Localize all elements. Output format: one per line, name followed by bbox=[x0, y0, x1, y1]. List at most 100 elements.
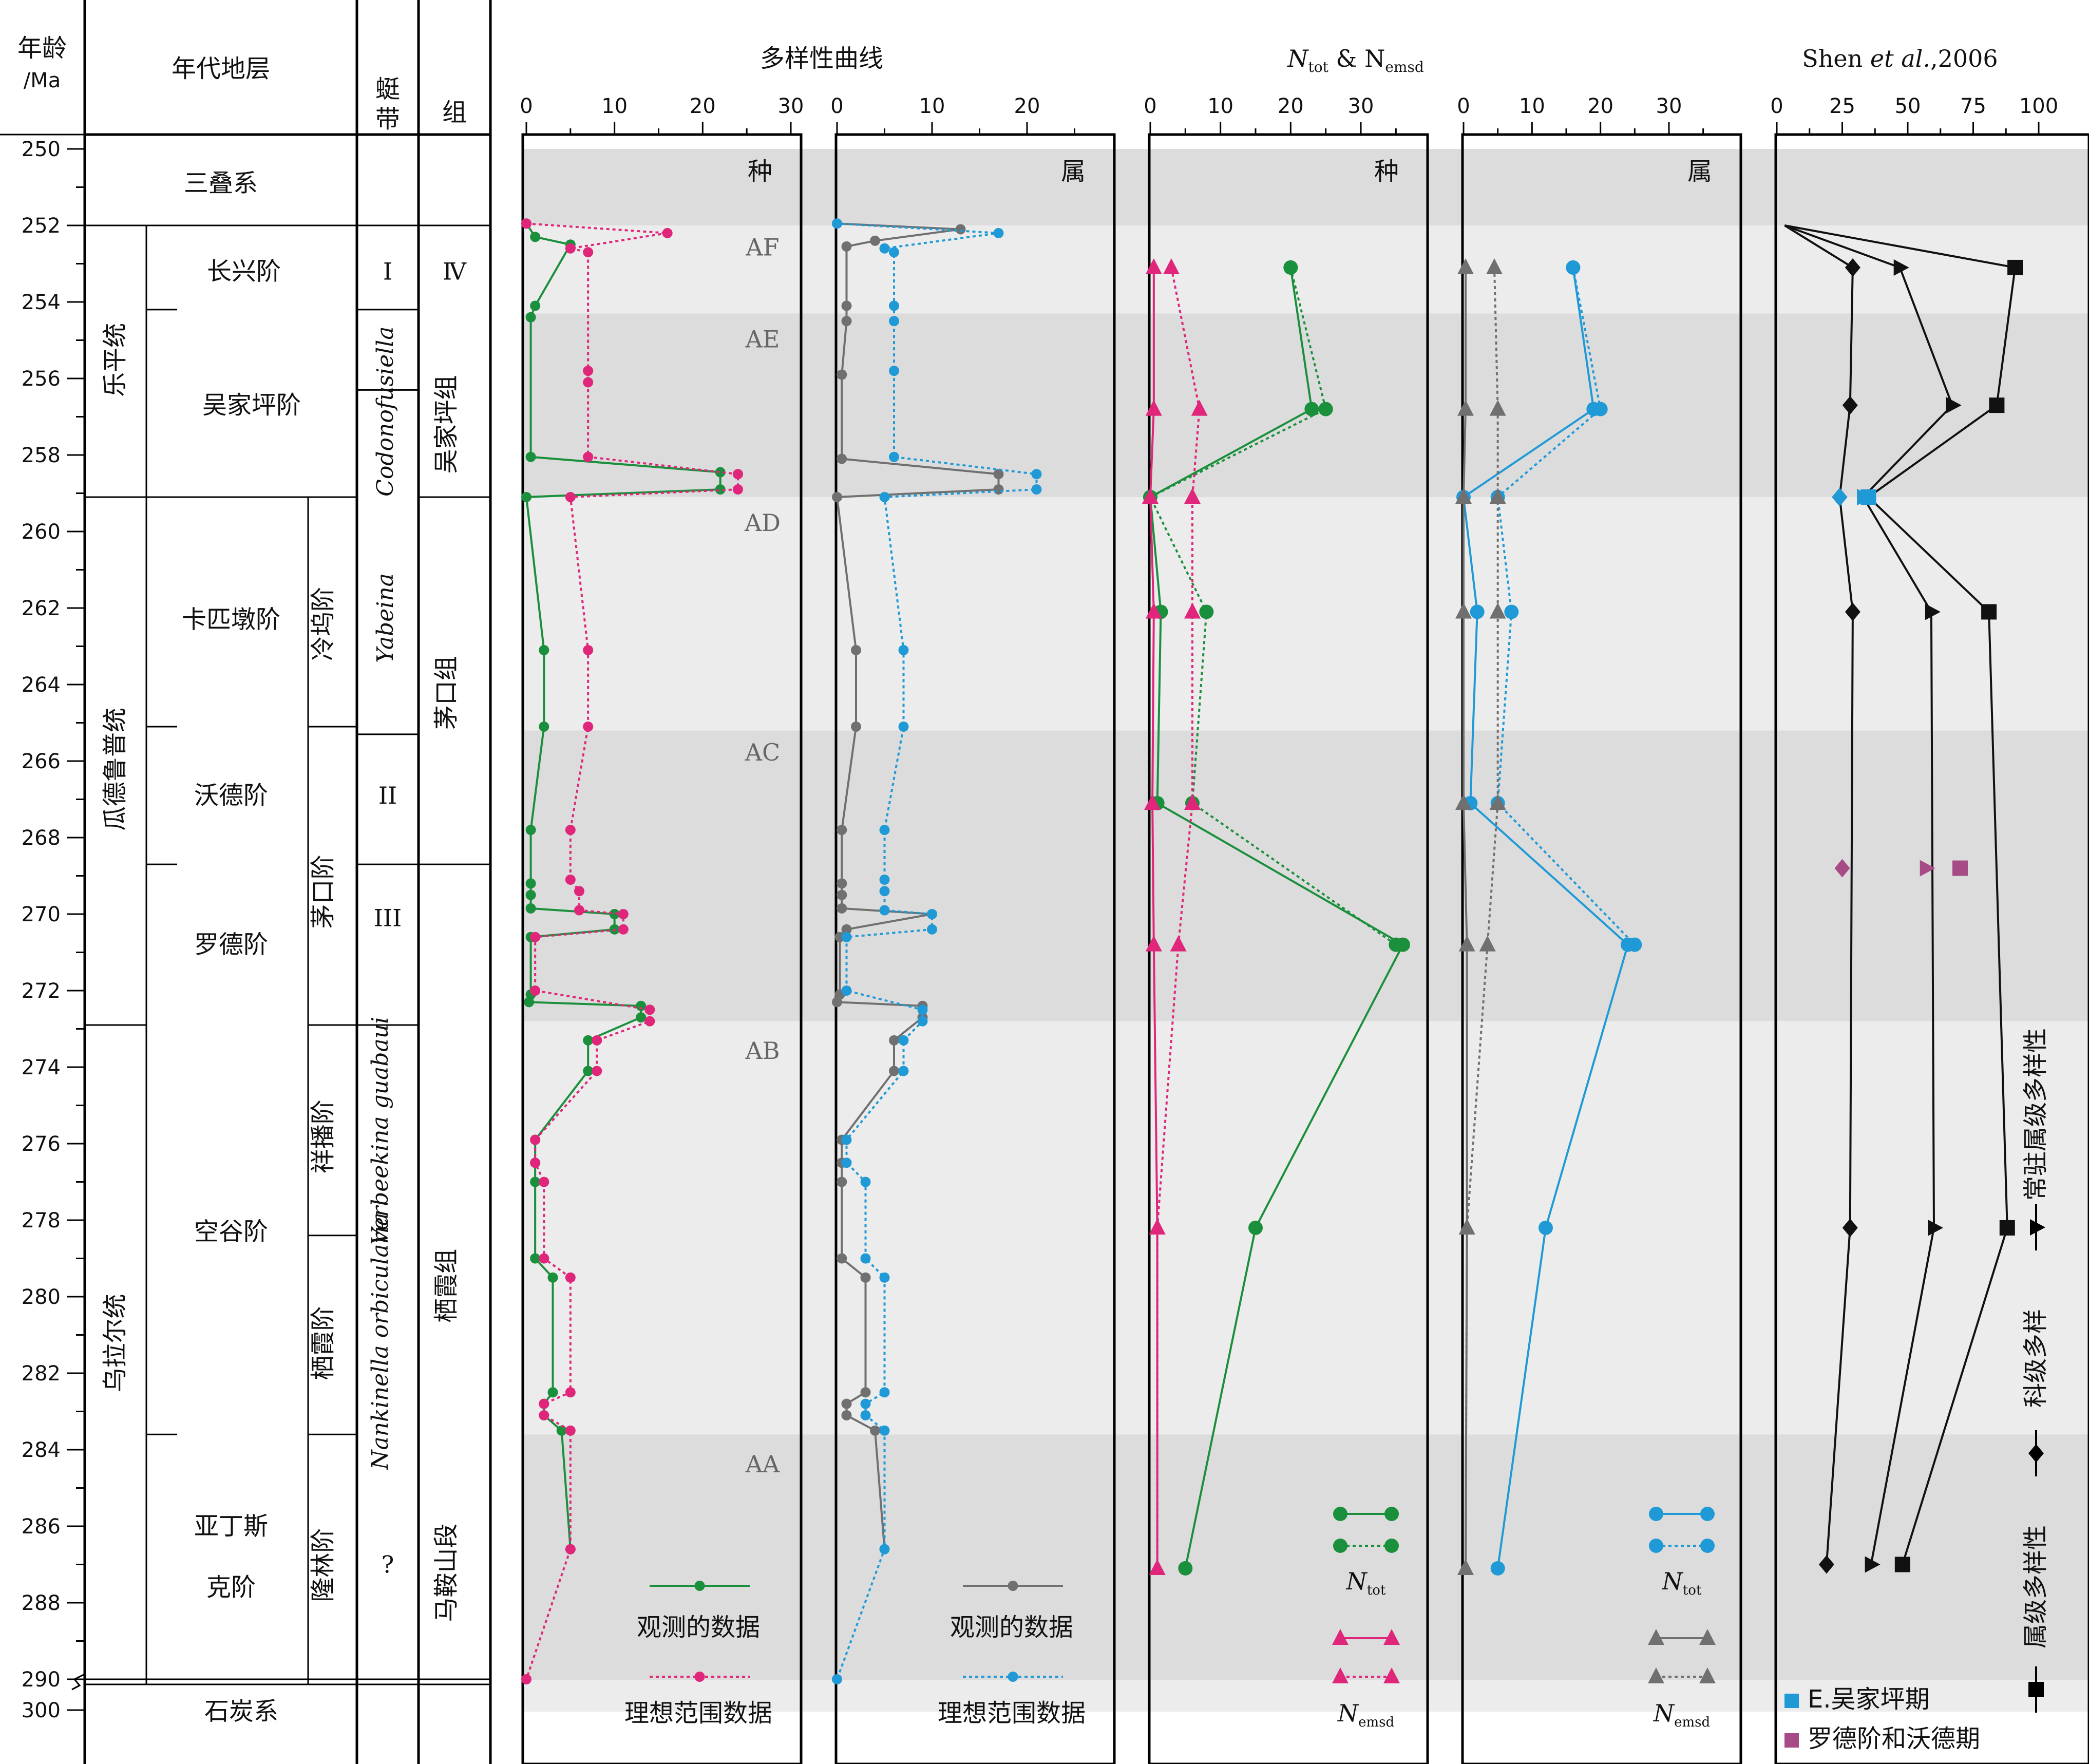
data-point bbox=[636, 1000, 647, 1011]
data-point bbox=[530, 985, 541, 996]
legend-label: 理想范围数据 bbox=[938, 1699, 1086, 1728]
data-point bbox=[2028, 1682, 2044, 1697]
legend-swatch bbox=[650, 1672, 750, 1682]
data-point bbox=[898, 1035, 909, 1046]
age-tick-label: 274 bbox=[22, 1056, 61, 1079]
data-point bbox=[539, 1398, 549, 1409]
x-tick-label: 50 bbox=[1895, 94, 1921, 118]
data-point bbox=[1455, 602, 1472, 619]
series-label-guadalupian: 瓜德鲁普统 bbox=[101, 708, 129, 831]
data-point bbox=[1894, 1557, 1910, 1572]
svg-text:科级多样: 科级多样 bbox=[2021, 1309, 2050, 1408]
age-tick-label: 258 bbox=[22, 444, 61, 467]
svg-text:蜓: 蜓 bbox=[375, 75, 400, 104]
legend-swatch bbox=[1649, 1539, 1715, 1553]
x-tick-label: 30 bbox=[1656, 94, 1682, 118]
legend-label: 罗德阶和沃德期 bbox=[1808, 1724, 1980, 1753]
data-point bbox=[644, 1016, 655, 1027]
age-tick-label: 288 bbox=[22, 1591, 61, 1615]
data-point bbox=[583, 721, 594, 732]
substage-label: 隆林阶 bbox=[309, 1528, 337, 1602]
data-point bbox=[927, 924, 937, 935]
data-point bbox=[2028, 1444, 2044, 1463]
data-point bbox=[889, 451, 899, 462]
legend-swatch bbox=[1784, 1733, 1799, 1748]
data-point bbox=[583, 366, 594, 376]
fusulinid-header: 蜓带 bbox=[375, 75, 400, 134]
x-tick-label: 20 bbox=[690, 94, 716, 118]
series-label-lopingian: 乐平统 bbox=[101, 323, 129, 397]
data-point bbox=[1149, 1218, 1166, 1235]
data-point bbox=[837, 878, 847, 889]
data-point bbox=[2007, 259, 2023, 275]
data-point bbox=[1332, 1667, 1349, 1683]
data-point bbox=[1457, 258, 1474, 274]
data-point bbox=[860, 1410, 871, 1420]
data-point bbox=[539, 1177, 549, 1187]
data-point bbox=[1163, 258, 1180, 274]
data-point bbox=[889, 1035, 899, 1046]
data-point bbox=[1834, 859, 1850, 878]
data-point bbox=[889, 247, 899, 258]
data-point bbox=[1489, 487, 1506, 504]
substage-label: 祥播阶 bbox=[309, 1099, 337, 1173]
age-tick-label: 256 bbox=[22, 367, 61, 391]
interval-label: AA bbox=[745, 1450, 780, 1478]
data-point bbox=[1145, 935, 1162, 952]
interval-label: AE bbox=[745, 326, 780, 353]
data-point bbox=[917, 1016, 928, 1027]
age-tick-label: 278 bbox=[22, 1209, 61, 1232]
legend-swatch bbox=[1784, 1694, 1799, 1708]
data-point bbox=[618, 924, 629, 935]
formation-label: 马鞍山段 bbox=[432, 1523, 461, 1622]
data-point bbox=[837, 889, 847, 900]
data-point bbox=[1566, 260, 1581, 275]
data-point bbox=[1470, 604, 1485, 619]
age-tick-label: 272 bbox=[22, 979, 61, 1003]
legend-swatch bbox=[2028, 1666, 2044, 1713]
data-point bbox=[1178, 1561, 1193, 1576]
data-point bbox=[879, 1544, 890, 1554]
legend-label: Nemsd bbox=[1653, 1699, 1710, 1730]
data-point bbox=[1145, 602, 1162, 619]
x-tick-label: 10 bbox=[601, 94, 628, 118]
data-point bbox=[1184, 602, 1201, 619]
data-point bbox=[1142, 487, 1159, 504]
data-point bbox=[841, 316, 852, 327]
svg-text:栖霞组: 栖霞组 bbox=[432, 1249, 461, 1323]
data-point bbox=[837, 903, 847, 914]
age-tick-label: 268 bbox=[22, 826, 61, 850]
legend-swatch bbox=[650, 1581, 750, 1591]
x-tick-label: 10 bbox=[1207, 94, 1233, 118]
data-point bbox=[1479, 935, 1496, 952]
data-point bbox=[1144, 793, 1161, 810]
x-tick-label: 0 bbox=[1770, 94, 1783, 118]
age-tick-label: 300 bbox=[22, 1699, 61, 1722]
data-point bbox=[837, 1253, 847, 1264]
legend-label: 观测的数据 bbox=[950, 1613, 1073, 1642]
svg-text:Yabeina: Yabeina bbox=[372, 573, 398, 663]
x-tick-label: 20 bbox=[1278, 94, 1304, 118]
data-point bbox=[841, 1158, 852, 1168]
panel-label: 属 bbox=[1061, 157, 1086, 186]
data-point bbox=[530, 1253, 541, 1264]
data-point bbox=[993, 227, 1004, 238]
x-tick-label: 10 bbox=[1519, 94, 1545, 118]
interval-label: AD bbox=[744, 509, 781, 537]
diversity-title: 多样性曲线 bbox=[760, 44, 883, 73]
age-tick-label: 270 bbox=[22, 903, 61, 926]
data-point bbox=[1458, 935, 1475, 952]
data-point bbox=[898, 644, 909, 655]
zone-label: Yabeina bbox=[372, 573, 398, 663]
svg-text:隆林阶: 隆林阶 bbox=[309, 1528, 337, 1602]
substage-label: 茅口阶 bbox=[309, 855, 337, 928]
data-point bbox=[662, 227, 673, 238]
svg-text:冷坞阶: 冷坞阶 bbox=[309, 587, 337, 661]
interval-label: AF bbox=[745, 234, 779, 261]
data-point bbox=[583, 451, 594, 462]
data-point bbox=[583, 1066, 594, 1076]
data-point bbox=[889, 300, 899, 311]
x-tick-label: 30 bbox=[1348, 94, 1374, 118]
data-point bbox=[879, 243, 890, 254]
data-point bbox=[1989, 397, 2005, 413]
